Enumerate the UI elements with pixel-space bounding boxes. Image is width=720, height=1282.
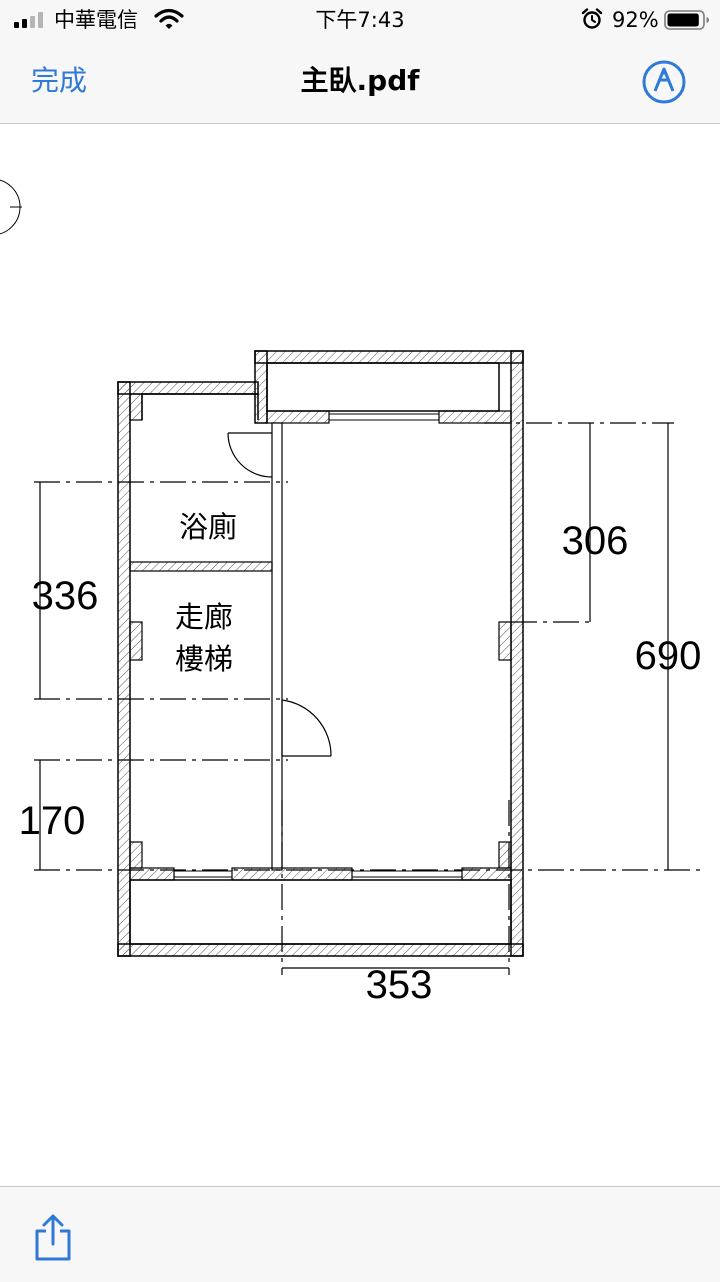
document-title: 主臥.pdf bbox=[300, 64, 420, 97]
room-outlines bbox=[129, 362, 512, 945]
room-label-bathroom: 浴廁 bbox=[179, 510, 237, 544]
walls bbox=[117, 350, 524, 957]
status-bar: 中華電信 下午7:43 92% bbox=[0, 0, 720, 40]
dimension-rules bbox=[39, 423, 669, 969]
dimension-lines bbox=[34, 422, 705, 975]
door-swings bbox=[227, 432, 332, 757]
dimension-label-690: 690 bbox=[635, 634, 702, 678]
dimension-label-353: 353 bbox=[366, 963, 433, 1007]
dimension-label-306: 306 bbox=[562, 519, 629, 563]
room-label-stairs: 樓梯 bbox=[175, 642, 233, 676]
battery-percent: 92% bbox=[612, 8, 659, 32]
share-icon[interactable] bbox=[32, 1213, 74, 1263]
markup-pen-icon[interactable] bbox=[640, 58, 688, 106]
wifi-icon bbox=[154, 8, 184, 29]
done-button[interactable]: 完成 bbox=[31, 64, 88, 97]
alarm-icon bbox=[581, 8, 603, 29]
carrier-name: 中華電信 bbox=[54, 8, 138, 32]
dimension-label-336: 336 bbox=[32, 574, 99, 618]
dimension-label-170: 170 bbox=[19, 799, 86, 843]
room-label-corridor: 走廊 bbox=[175, 600, 233, 634]
floor-plan-drawing: 浴廁 走廊 樓梯 336 170 306 690 353 bbox=[0, 179, 705, 1007]
status-time: 下午7:43 bbox=[315, 8, 405, 32]
pdf-page[interactable]: 浴廁 走廊 樓梯 336 170 306 690 353 bbox=[0, 124, 720, 1186]
battery-icon bbox=[664, 10, 709, 30]
bottom-toolbar bbox=[0, 1186, 720, 1282]
compass-mark bbox=[0, 179, 22, 235]
navigation-bar: 完成 主臥.pdf bbox=[0, 40, 720, 124]
signal-icon bbox=[14, 12, 43, 28]
